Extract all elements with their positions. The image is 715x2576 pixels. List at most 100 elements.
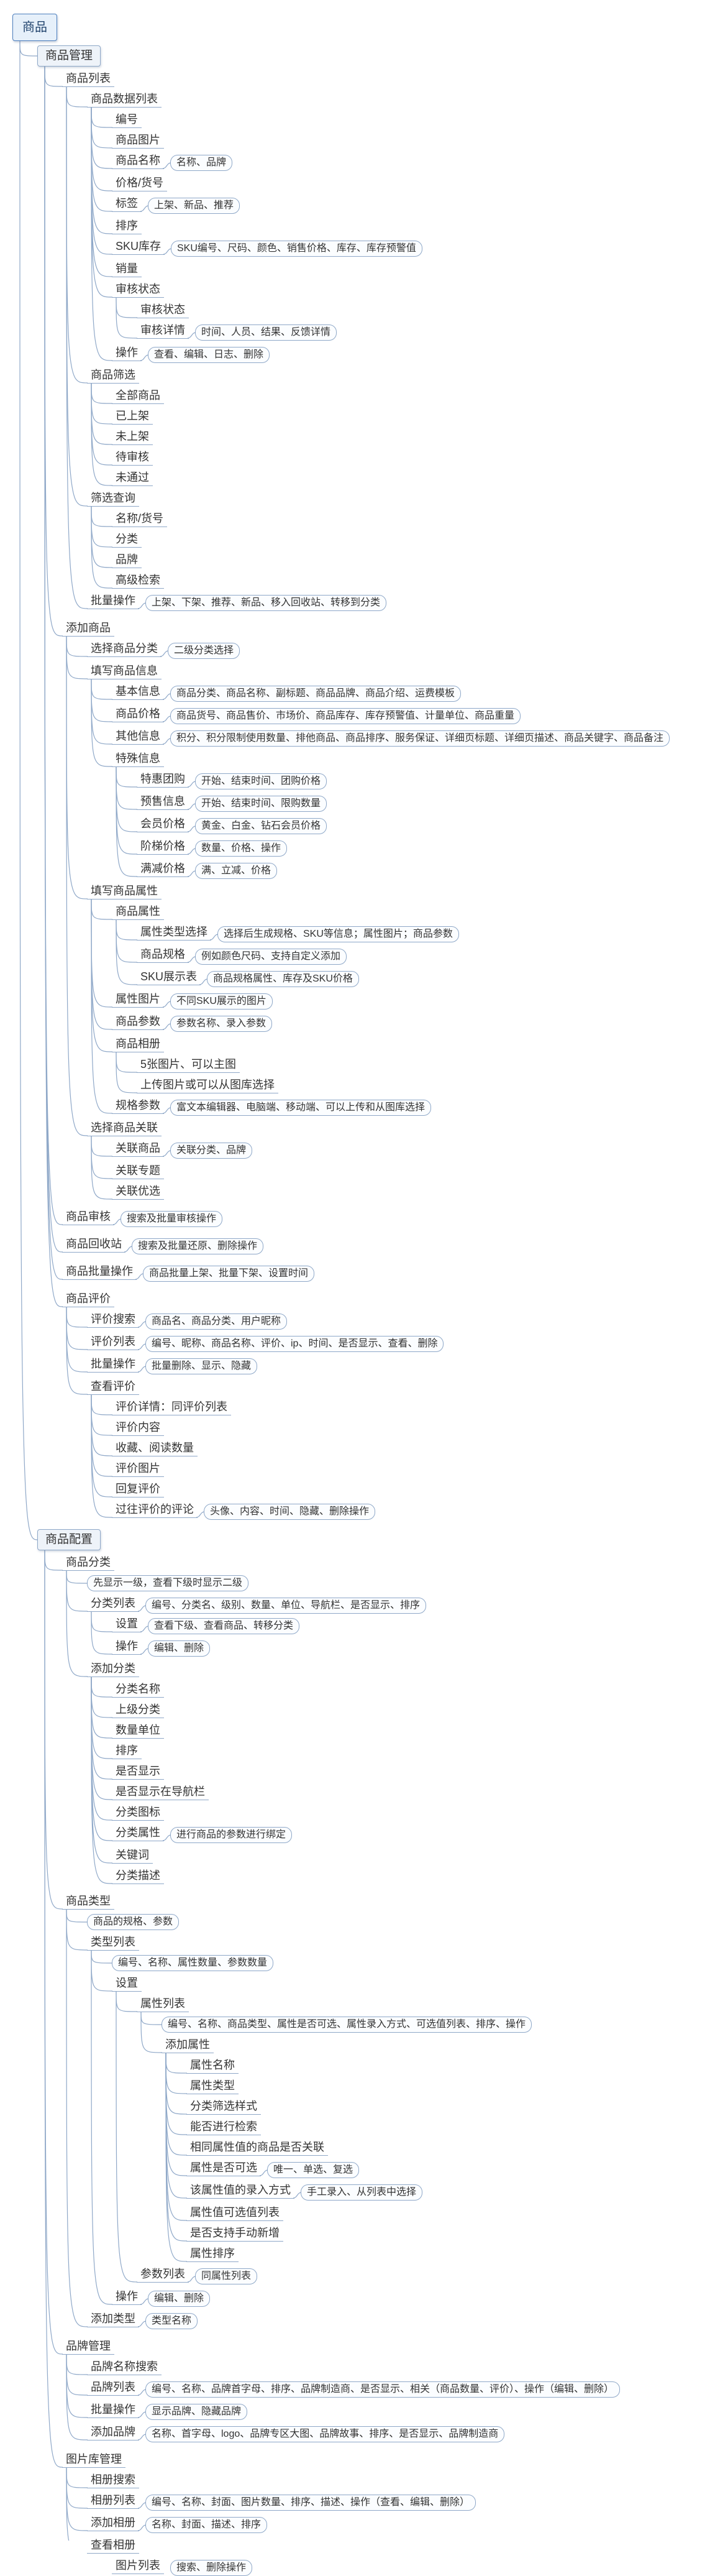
mindmap-node[interactable]: 分类列表 (87, 1596, 139, 1612)
mindmap-node[interactable]: 未通过 (112, 470, 153, 486)
mindmap-note-box[interactable]: 二级分类选择 (168, 643, 240, 659)
mindmap-node[interactable]: 标签 (112, 196, 142, 212)
mindmap-note-box[interactable]: 商品货号、商品售价、市场价、商品库存、库存预警值、计量单位、商品重量 (170, 708, 521, 724)
mindmap-note-box[interactable]: 商品的规格、参数 (87, 1914, 180, 1930)
mindmap-node[interactable]: 预售信息 (137, 794, 189, 810)
mindmap-node[interactable]: 品牌名称搜索 (87, 2359, 162, 2375)
mindmap-node[interactable]: 类型列表 (87, 1934, 139, 1951)
mindmap-node[interactable]: 关联商品 (112, 1141, 164, 1157)
mindmap-node[interactable]: 排序 (112, 218, 142, 234)
mindmap-note-box[interactable]: 上架、新品、推荐 (148, 198, 240, 214)
mindmap-node[interactable]: 销量 (112, 261, 142, 277)
mindmap-note-box[interactable]: 头像、内容、时间、隐藏、删除操作 (204, 1504, 376, 1520)
mindmap-node[interactable]: 其他信息 (112, 729, 164, 745)
mindmap-node[interactable]: 分类筛选样式 (186, 2099, 261, 2115)
mindmap-node[interactable]: 分类属性 (112, 1825, 164, 1841)
mindmap-node[interactable]: 是否显示 (112, 1764, 164, 1780)
mindmap-branch-node[interactable]: 商品管理 (37, 45, 101, 67)
mindmap-note-box[interactable]: 上架、下架、推荐、新品、移入回收站、转移到分类 (145, 595, 387, 611)
mindmap-node[interactable]: 品牌管理 (62, 2339, 114, 2355)
mindmap-node[interactable]: 分类描述 (112, 1868, 164, 1884)
mindmap-node[interactable]: 品牌 (112, 552, 142, 568)
mindmap-node[interactable]: 会员价格 (137, 816, 189, 832)
mindmap-node[interactable]: 过往评价的评论 (112, 1502, 198, 1518)
mindmap-node[interactable]: 商品数据列表 (87, 91, 162, 108)
mindmap-node[interactable]: 相册列表 (87, 2493, 139, 2509)
mindmap-node[interactable]: 待审核 (112, 449, 153, 466)
mindmap-node[interactable]: 参数列表 (137, 2266, 189, 2283)
mindmap-note-box[interactable]: 搜索及批量审核操作 (121, 1211, 223, 1227)
mindmap-node[interactable]: 商品批量操作 (62, 1264, 137, 1280)
mindmap-note-box[interactable]: 商品规格属性、库存及SKU价格 (207, 971, 359, 987)
mindmap-note-box[interactable]: 时间、人员、结果、反馈详情 (195, 324, 337, 341)
mindmap-node[interactable]: 收藏、阅读数量 (112, 1440, 198, 1456)
mindmap-note-box[interactable]: 名称、品牌 (170, 155, 233, 171)
mindmap-node[interactable]: 上传图片或可以从图库选择 (137, 1077, 278, 1093)
mindmap-note-box[interactable]: 开始、结束时间、团购价格 (195, 773, 327, 789)
mindmap-note-box[interactable]: 满、立减、价格 (195, 863, 278, 879)
mindmap-node[interactable]: 未上架 (112, 429, 153, 445)
mindmap-node[interactable]: 筛选查询 (87, 490, 139, 507)
mindmap-node[interactable]: 分类图标 (112, 1805, 164, 1821)
mindmap-node[interactable]: 查看相册 (87, 2537, 139, 2554)
mindmap-node[interactable]: 价格/货号 (112, 175, 168, 191)
mindmap-node[interactable]: 是否显示在导航栏 (112, 1784, 209, 1800)
mindmap-note-box[interactable]: 不同SKU展示的图片 (170, 993, 273, 1010)
mindmap-node[interactable]: 添加类型 (87, 2311, 139, 2327)
mindmap-note-box[interactable]: 商品批量上架、批量下架、设置时间 (143, 1266, 315, 1282)
mindmap-node[interactable]: 添加相册 (87, 2515, 139, 2531)
mindmap-node[interactable]: 商品属性 (112, 904, 164, 920)
mindmap-node[interactable]: 属性排序 (186, 2246, 239, 2262)
mindmap-node[interactable]: 属性类型 (186, 2078, 239, 2094)
mindmap-node[interactable]: 属性名称 (186, 2058, 239, 2074)
mindmap-note-box[interactable]: 批量删除、显示、隐藏 (145, 1358, 258, 1374)
mindmap-node[interactable]: 满减价格 (137, 861, 189, 877)
mindmap-node[interactable]: 基本信息 (112, 684, 164, 700)
mindmap-note-box[interactable]: 开始、结束时间、限购数量 (195, 796, 327, 812)
mindmap-node[interactable]: 添加分类 (87, 1661, 139, 1677)
mindmap-node[interactable]: 选择商品分类 (87, 641, 162, 657)
mindmap-node[interactable]: 高级检索 (112, 573, 164, 589)
mindmap-node[interactable]: 填写商品信息 (87, 663, 162, 679)
mindmap-node[interactable]: 商品相册 (112, 1036, 164, 1052)
mindmap-node[interactable]: 属性是否可选 (186, 2160, 261, 2176)
mindmap-note-box[interactable]: SKU编号、尺码、颜色、销售价格、库存、库存预警值 (171, 241, 422, 257)
mindmap-node[interactable]: 添加品牌 (87, 2424, 139, 2440)
mindmap-note-box[interactable]: 手工录入、从列表中选择 (301, 2184, 423, 2201)
mindmap-node[interactable]: 特惠团购 (137, 771, 189, 788)
mindmap-node[interactable]: 阶梯价格 (137, 839, 189, 855)
mindmap-node[interactable]: 商品规格 (137, 947, 189, 963)
mindmap-note-box[interactable]: 查看、编辑、日志、删除 (148, 347, 270, 363)
mindmap-node[interactable]: 属性图片 (112, 991, 164, 1008)
mindmap-node[interactable]: 商品列表 (62, 71, 114, 87)
mindmap-node[interactable]: 属性类型选择 (137, 924, 211, 941)
mindmap-node[interactable]: 相册搜索 (87, 2472, 139, 2488)
mindmap-node[interactable]: 属性值可选值列表 (186, 2205, 283, 2221)
mindmap-root-node[interactable]: 商品 (12, 14, 57, 41)
mindmap-node[interactable]: 操作 (112, 1639, 142, 1655)
mindmap-note-box[interactable]: 编辑、删除 (148, 2291, 211, 2307)
mindmap-node[interactable]: 商品筛选 (87, 367, 139, 384)
mindmap-node[interactable]: 选择商品关联 (87, 1120, 162, 1136)
mindmap-node[interactable]: 商品名称 (112, 153, 164, 169)
mindmap-node[interactable]: 评价搜索 (87, 1312, 139, 1328)
mindmap-node[interactable]: 品牌列表 (87, 2380, 139, 2396)
mindmap-node[interactable]: 全部商品 (112, 388, 164, 404)
mindmap-node[interactable]: 审核详情 (137, 323, 189, 339)
mindmap-node[interactable]: 已上架 (112, 408, 153, 425)
mindmap-node[interactable]: 操作 (112, 2289, 142, 2305)
mindmap-note-box[interactable]: 黄金、白金、钻石会员价格 (195, 818, 327, 834)
mindmap-node[interactable]: 名称/货号 (112, 511, 168, 527)
mindmap-node[interactable]: 查看评价 (87, 1379, 139, 1395)
mindmap-note-box[interactable]: 商品分类、商品名称、副标题、商品品牌、商品介绍、运费模板 (170, 686, 462, 702)
mindmap-node[interactable]: 审核状态 (112, 282, 164, 298)
mindmap-note-box[interactable]: 关联分类、品牌 (170, 1143, 253, 1159)
mindmap-note-box[interactable]: 编号、名称、封面、图片数量、排序、描述、操作（查看、编辑、删除） (145, 2495, 476, 2511)
mindmap-node[interactable]: 商品审核 (62, 1209, 114, 1225)
mindmap-node[interactable]: 商品回收站 (62, 1236, 125, 1253)
mindmap-branch-node[interactable]: 商品配置 (37, 1529, 101, 1550)
mindmap-note-box[interactable]: 选择后生成规格、SKU等信息；属性图片；商品参数 (217, 926, 459, 942)
mindmap-note-box[interactable]: 编号、名称、商品类型、属性是否可选、属性录入方式、可选值列表、排序、操作 (162, 2017, 532, 2033)
mindmap-node[interactable]: 上级分类 (112, 1702, 164, 1718)
mindmap-note-box[interactable]: 进行商品的参数进行绑定 (170, 1827, 293, 1843)
